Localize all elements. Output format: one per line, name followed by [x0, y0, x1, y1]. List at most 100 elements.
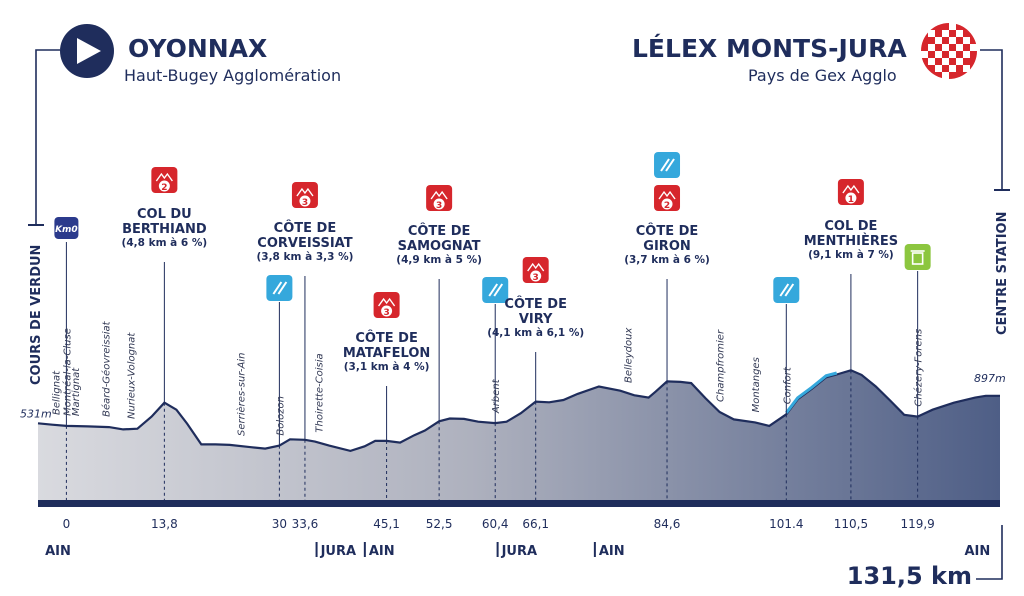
km0-icon	[54, 217, 79, 239]
town-label: Bellignat	[52, 370, 63, 415]
mountain-icon-peak	[842, 184, 860, 194]
feed-zone-bin	[911, 252, 924, 265]
km-tick-label: 119,9	[900, 517, 934, 531]
region-divider	[496, 542, 499, 557]
climb-name-line: COL DU	[137, 207, 192, 222]
mountain-icon	[837, 179, 864, 205]
category-circle	[530, 270, 542, 282]
sprint-icon	[482, 277, 509, 303]
sprint-icon-stroke	[660, 158, 670, 172]
km-tick-label: 13,8	[151, 517, 178, 531]
finish-town-title: LÉLEX MONTS-JURA	[632, 34, 907, 63]
finish-location-label: CENTRE STATION	[995, 212, 1010, 336]
town-label: Bolozon	[275, 396, 286, 436]
climb-badge: 3	[522, 257, 549, 283]
town-label: Montréal-la-Cluse	[61, 328, 73, 416]
km0-text: Km0	[55, 225, 78, 235]
mountain-icon	[426, 185, 453, 211]
climb-badge: 3	[426, 185, 453, 211]
sprint-icon-stroke	[784, 283, 795, 297]
mountain-icon-peak	[378, 297, 396, 307]
km-tick-label: 84,6	[654, 517, 681, 531]
climb-category: 3	[533, 273, 539, 283]
climb-category: 2	[664, 201, 670, 211]
checker-square	[921, 51, 928, 58]
sprint-segment-line	[785, 371, 838, 414]
town-label: Confort	[782, 366, 793, 404]
climb-name-line: COL DE	[824, 219, 877, 234]
town-label: Chézery-Forens	[913, 329, 925, 407]
mountain-icon-peak	[155, 172, 173, 182]
climb-name-line: CÔTE DE	[504, 296, 567, 312]
mountain-icon	[522, 257, 549, 283]
climb-stats: (3,1 km à 4 %)	[344, 361, 430, 373]
km-tick-label: 30	[272, 517, 287, 531]
km-tick-label: 0	[63, 517, 71, 531]
climb-name-line: CÔTE DE	[636, 223, 699, 239]
climb-stats: (3,7 km à 6 %)	[624, 254, 710, 266]
checker-square	[970, 44, 977, 51]
profile-base-bar	[38, 500, 1000, 507]
sprint-icon-stroke	[277, 281, 288, 295]
climb-stats: (9,1 km à 7 %)	[808, 249, 894, 261]
km-tick-label: 33,6	[292, 517, 319, 531]
km-tick-label: 52,5	[426, 517, 453, 531]
climb-name-line: GIRON	[643, 239, 690, 254]
checker-square	[956, 30, 963, 37]
category-circle	[433, 198, 445, 210]
town-label: Serrières-sur-Ain	[235, 353, 247, 436]
sprint-icon-stroke	[779, 283, 790, 297]
sprint-icon-stroke	[272, 281, 283, 295]
km-tick-label: 110,5	[834, 517, 868, 531]
sprint-icon	[654, 152, 681, 178]
region-label: JURA	[501, 544, 537, 559]
town-label: Montanges	[751, 357, 762, 412]
region-divider	[363, 542, 366, 557]
climb-badge: 3	[373, 292, 400, 318]
region-label: AIN	[965, 544, 991, 559]
start-bracket-line	[35, 49, 60, 225]
climb-category: 2	[161, 183, 167, 193]
town-label: Arbent	[491, 378, 502, 414]
km0-badge: Km0	[54, 217, 79, 239]
climb-badge: 1	[837, 179, 864, 205]
checker-square	[935, 37, 942, 44]
sprint-icon	[266, 275, 293, 301]
climb-stats: (4,8 km à 6 %)	[122, 237, 208, 249]
region-label: JURA	[320, 544, 356, 559]
checker-square	[949, 37, 956, 44]
climb-stats: (4,9 km à 5 %)	[396, 254, 482, 266]
start-town-subtitle: Haut-Bugey Agglomération	[124, 66, 342, 85]
climb-category: 1	[848, 195, 854, 205]
checker-square	[949, 51, 956, 58]
finish-town-subtitle: Pays de Gex Agglo	[748, 66, 897, 85]
km-tick-label: 66,1	[522, 517, 549, 531]
start-town-title: OYONNAX	[128, 34, 268, 63]
climb-category: 3	[302, 198, 308, 208]
category-circle	[661, 198, 673, 210]
mountain-icon	[654, 185, 681, 211]
play-arrow-icon	[60, 24, 114, 78]
mountain-icon	[151, 167, 178, 193]
sprint-badge	[773, 277, 800, 303]
town-label: Thoirette-Coisia	[314, 353, 325, 432]
start-altitude-label: 531m	[20, 407, 52, 420]
climb-name-line: MATAFELON	[343, 346, 430, 361]
sprint-icon-stroke	[665, 158, 675, 172]
town-label: Nurieux-Volognat	[126, 332, 137, 419]
checker-square	[935, 65, 942, 72]
climb-stats: (3,8 km à 3,3 %)	[256, 251, 353, 263]
climb-category: 3	[383, 308, 389, 318]
region-label: AIN	[599, 544, 625, 559]
total-distance: 131,5 km	[846, 562, 972, 590]
climb-name-line: CÔTE DE	[355, 330, 418, 346]
mountain-icon-peak	[296, 187, 314, 197]
sprint-badge	[654, 152, 681, 178]
checker-square	[942, 72, 949, 79]
checker-square	[949, 65, 956, 72]
sprint-badge	[482, 277, 509, 303]
climb-name-line: VIRY	[519, 312, 553, 327]
checker-square	[928, 44, 935, 51]
town-label: Béard-Géovreissiat	[100, 320, 112, 417]
